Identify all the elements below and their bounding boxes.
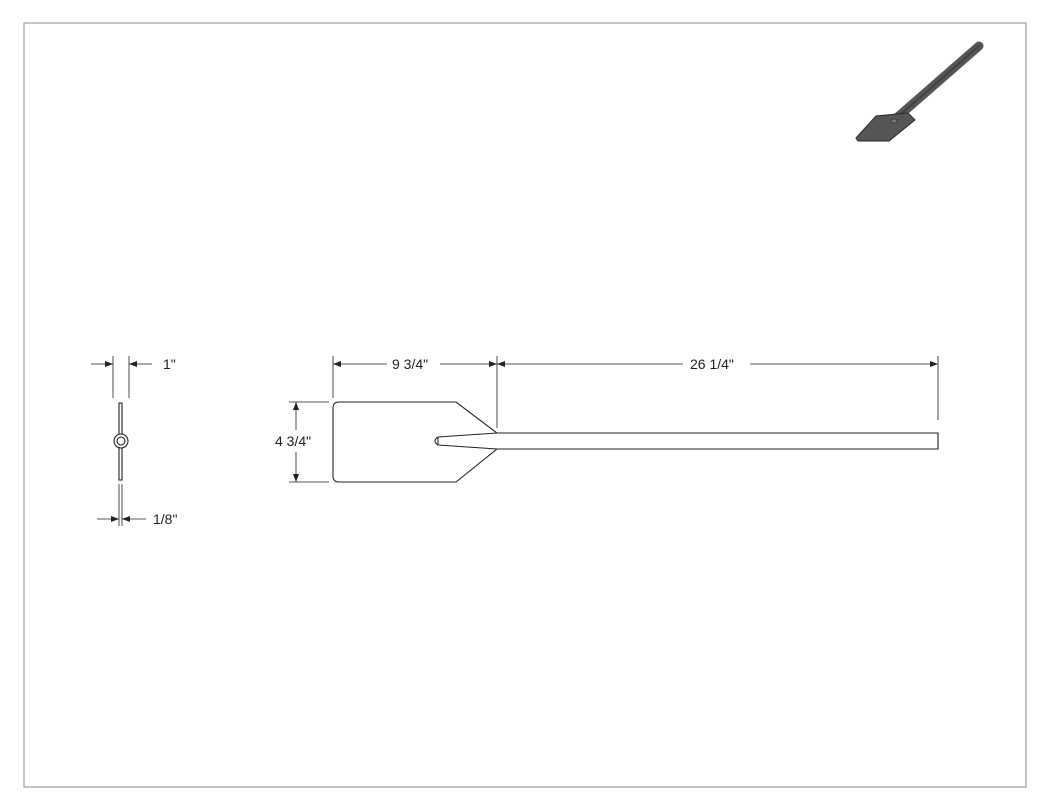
handle-length-label: 26 1/4" bbox=[690, 356, 734, 372]
side-thickness-label: 1/8" bbox=[153, 511, 177, 527]
blade-width-dimension: 4 3/4" bbox=[275, 401, 329, 483]
paddle-blade bbox=[332, 401, 498, 483]
isometric-view bbox=[855, 41, 984, 142]
side-view-paddle bbox=[113, 402, 129, 481]
side-width-label: 1" bbox=[163, 356, 176, 372]
front-view: 9 3/4" 26 1/4" 4 3/4" bbox=[275, 356, 939, 483]
blade-width-label: 4 3/4" bbox=[275, 433, 311, 449]
side-thickness-dimension: 1/8" bbox=[97, 484, 177, 527]
sheet-frame bbox=[23, 22, 1027, 788]
side-width-dimension: 1" bbox=[91, 356, 176, 398]
blade-length-dimension: 9 3/4" bbox=[332, 356, 498, 428]
paddle-handle bbox=[434, 432, 939, 450]
handle-length-dimension: 26 1/4" bbox=[497, 356, 939, 420]
blade-length-label: 9 3/4" bbox=[392, 356, 428, 372]
paddle-isometric-icon bbox=[855, 41, 984, 142]
paddle-outline bbox=[332, 401, 939, 483]
side-view: 1" 1/8" bbox=[91, 356, 177, 527]
